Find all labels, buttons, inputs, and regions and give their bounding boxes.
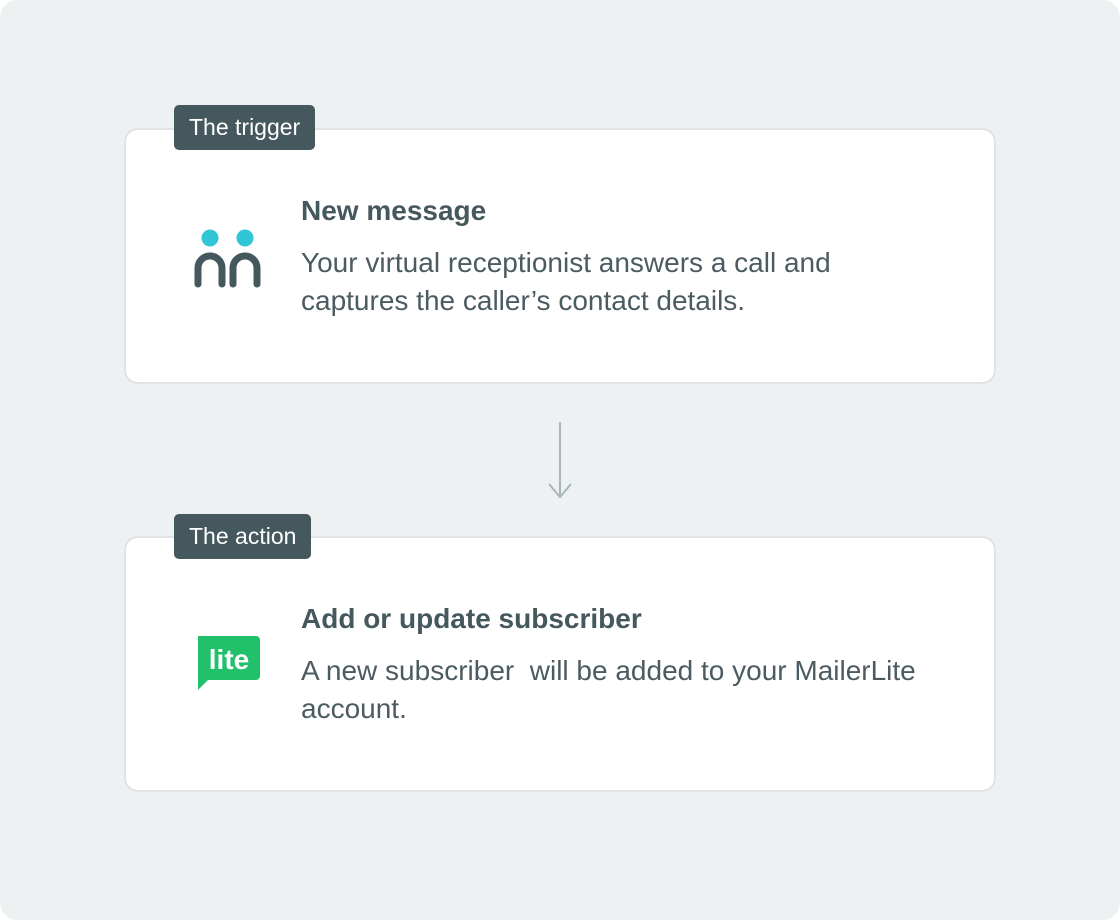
trigger-tag: The trigger <box>174 105 316 150</box>
trigger-description: Your virtual receptionist answers a call… <box>301 247 839 316</box>
mailerlite-logo: lite <box>198 636 260 690</box>
action-card: lite Add or update subscriber A new subs… <box>124 536 996 792</box>
action-tag: The action <box>174 514 312 559</box>
logo-text: lite <box>209 644 249 675</box>
people-icon <box>194 229 261 288</box>
action-description: A new subscriber will be added to your M… <box>301 655 924 724</box>
down-arrow-icon <box>548 422 572 499</box>
trigger-title: New message <box>301 195 487 226</box>
trigger-card: New message Your virtual receptionist an… <box>124 128 996 384</box>
action-title: Add or update subscriber <box>301 603 642 634</box>
